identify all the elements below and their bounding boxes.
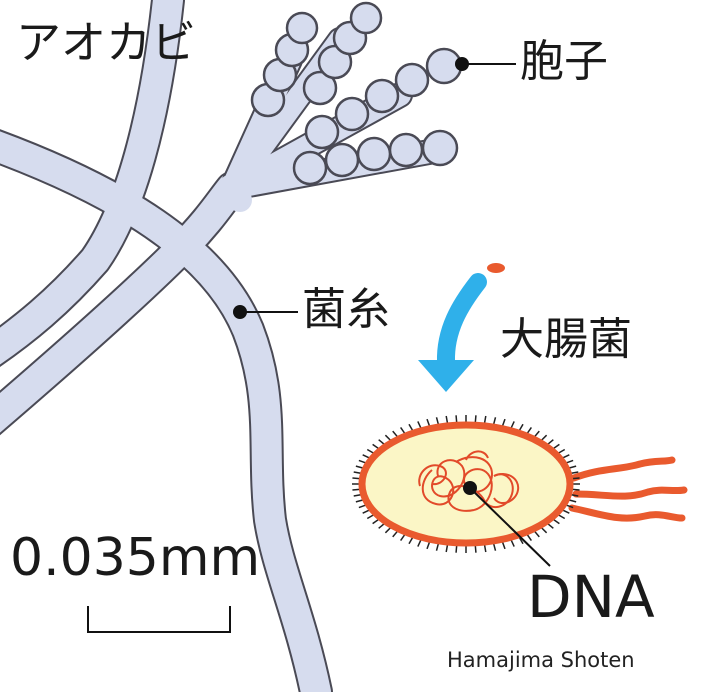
label-scale: 0.035mm [10,528,261,588]
hypha-pointer-dot-icon [233,305,247,319]
hypha-pointer [233,305,298,319]
label-dna: DNA [527,563,655,631]
small-bacterium [487,263,505,273]
title-aokabi: アオカビ [16,16,197,69]
spore-chains [250,1,463,186]
label-credit: Hamajima Shoten [447,648,635,672]
label-hypha: 菌糸 [302,284,390,335]
spore-pointer-dot-icon [455,57,469,71]
curved-down-arrow-icon [418,273,487,392]
spore-pointer [455,57,516,71]
label-spore: 胞子 [520,36,608,87]
dna-pointer-dot-icon [463,481,477,495]
scale-bar [87,606,231,633]
label-ecoli: 大腸菌 [500,314,632,365]
ecoli-cell [352,415,688,567]
